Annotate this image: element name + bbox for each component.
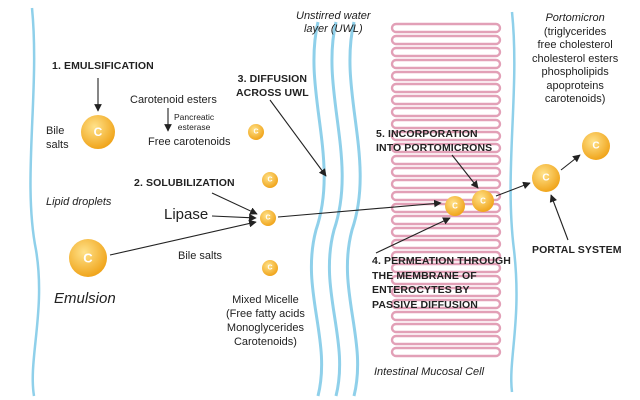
free-carotenoid-micelle: C [248, 124, 264, 140]
uwl-line-3 [345, 21, 362, 397]
microvillus [390, 118, 502, 130]
uwl-line-2 [327, 21, 344, 397]
step-diffusion-uwl: 3. DIFFUSION ACROSS UWL [236, 73, 309, 99]
carotenoid-esters-label: Carotenoid esters [130, 94, 217, 106]
bile-salts-label-mid: Bile salts [178, 250, 223, 262]
microvillus [390, 154, 502, 166]
portomicron-label: Portomicron (triglycerides free choleste… [532, 12, 619, 105]
microvillus [390, 226, 502, 238]
uwl-label: Unstirred water layer (UWL) [296, 10, 371, 35]
svg-text:C: C [480, 197, 486, 206]
portomicron-exiting: C [532, 164, 560, 192]
svg-text:C: C [83, 251, 93, 266]
microvillus [390, 58, 502, 70]
microvillus [390, 214, 502, 226]
microvillus [390, 202, 502, 214]
microvillus [390, 82, 502, 94]
lipid-droplets-label: Lipid droplets [46, 196, 112, 208]
arrow-diffusion-uwl [269, 99, 327, 177]
mixed-micelle-label: Mixed Micelle (Free fatty acids Monoglyc… [226, 294, 305, 348]
microvillus [390, 70, 502, 82]
microvillus [390, 22, 502, 34]
arrow-to-blood [560, 154, 581, 171]
microvillus [390, 274, 502, 286]
arrow-solubilization [211, 192, 258, 215]
uwl-line-1 [309, 21, 326, 397]
unstirred-water-layer [309, 21, 362, 397]
micelle-solubilized: C [260, 210, 276, 226]
microvillus [390, 46, 502, 58]
microvillus [390, 250, 502, 262]
arrow-permeation [375, 217, 451, 254]
portomicron-blood: C [582, 132, 610, 160]
arrow-portal-system [549, 194, 569, 241]
svg-text:C: C [267, 177, 272, 184]
portal-system-label: PORTAL SYSTEM [532, 244, 622, 256]
svg-text:C: C [267, 265, 272, 272]
step-permeation: 4. PERMEATION THROUGH THE MEMBRANE OF EN… [372, 255, 511, 311]
arrow-micelle-to-cell [277, 199, 442, 218]
microvillus [390, 142, 502, 154]
arrow-bile-to-micelle [109, 219, 257, 256]
pancreatic-esterase-label: Pancreatic esterase [174, 112, 215, 132]
emulsion-droplet: C [69, 239, 107, 277]
microvillus [390, 286, 502, 298]
microvillus [390, 334, 502, 346]
microvillus [390, 310, 502, 322]
cell-boundary-right [509, 11, 518, 393]
free-carotenoids-label: Free carotenoids [148, 136, 231, 148]
svg-text:C: C [94, 125, 103, 139]
microvillus [390, 190, 502, 202]
microvillus [390, 298, 502, 310]
microvillus [390, 106, 502, 118]
microvillus [390, 346, 502, 358]
portomicron-forming: C [472, 190, 494, 212]
microvillus [390, 94, 502, 106]
svg-text:C: C [265, 215, 270, 222]
intestinal-mucosal-cell-label: Intestinal Mucosal Cell [374, 366, 485, 378]
micelle-upper: C [262, 172, 278, 188]
bile-salts-label-left: Bile salts [46, 125, 69, 151]
svg-text:C: C [592, 141, 599, 152]
lipase-label: Lipase [164, 206, 209, 223]
microvillus [390, 166, 502, 178]
lumen-boundary-left [29, 7, 41, 397]
microvilli-brush-border [390, 22, 502, 358]
arrow-incorporation [451, 154, 479, 189]
mixed-micelle: C [262, 260, 278, 276]
step-solubilization: 2. SOLUBILIZATION [134, 177, 235, 189]
svg-text:C: C [452, 202, 458, 211]
step-emulsification: 1. EMULSIFICATION [52, 60, 154, 72]
permeating-micelle: C [445, 196, 465, 216]
microvillus [390, 262, 502, 274]
arrow-exit-cell [495, 181, 531, 197]
microvillus [390, 322, 502, 334]
microvillus [390, 178, 502, 190]
microvillus [390, 238, 502, 250]
arrow-lipase [211, 213, 257, 222]
microvillus [390, 130, 502, 142]
step-incorporation: 5. INCORPORATION INTO PORTOMICRONS [376, 128, 493, 154]
emulsion-label: Emulsion [54, 290, 116, 307]
bile-salt-droplet: C [81, 115, 115, 149]
microvillus [390, 34, 502, 46]
svg-text:C: C [542, 173, 549, 184]
svg-text:C: C [253, 129, 258, 136]
